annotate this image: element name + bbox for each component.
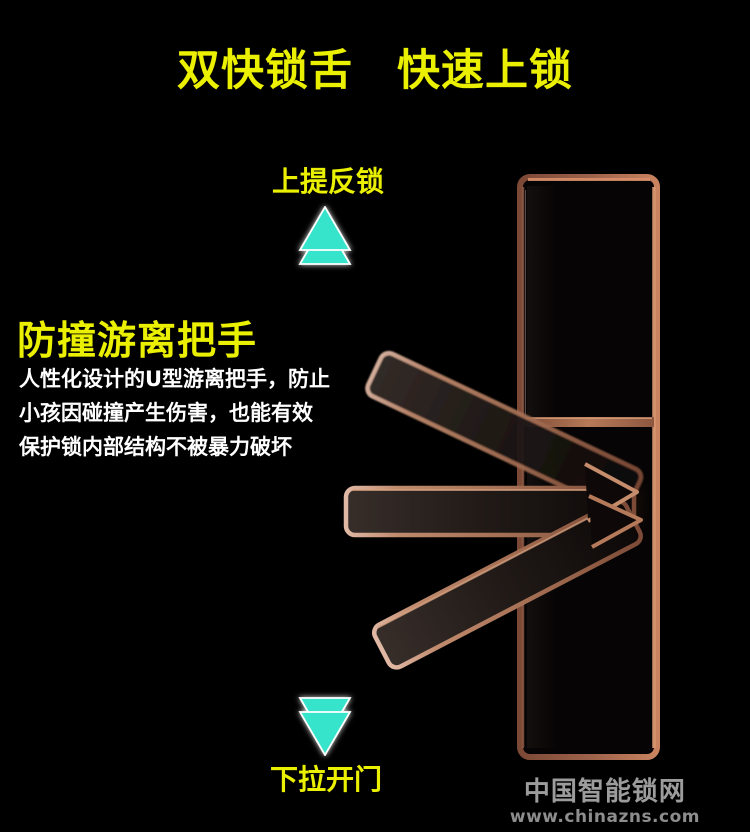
watermark: 中国智能锁网 www.chinazns.com [509, 777, 700, 827]
feature-line: 保护锁内部结构不被暴力破坏 [19, 435, 292, 459]
watermark-site-url: www.chinazns.com [509, 806, 700, 827]
feature-heading: 防撞游离把手 [17, 319, 258, 364]
handle-upper [365, 350, 644, 515]
pull-down-label: 下拉开门 [269, 763, 383, 796]
handle-middle [343, 485, 637, 538]
feature-line: 小孩因碰撞产生伤害，也能有效 [19, 401, 313, 425]
feature-description: 人性化设计的U型游离把手，防止 小孩因碰撞产生伤害，也能有效 保护锁内部结构不被… [19, 362, 349, 464]
double-triangle-up-icon [298, 206, 352, 265]
lock-divider [523, 417, 654, 427]
lift-up-label: 上提反锁 [271, 165, 385, 198]
feature-line: 人性化设计的U型游离把手，防止 [19, 367, 331, 391]
handle-pivot [584, 462, 643, 549]
double-triangle-down-icon [298, 697, 352, 756]
lock-body [517, 174, 660, 760]
handle-lower [372, 499, 643, 670]
headline: 双快锁舌 快速上锁 [177, 46, 573, 96]
watermark-site-name: 中国智能锁网 [523, 777, 686, 807]
lock-rosette [543, 452, 651, 560]
